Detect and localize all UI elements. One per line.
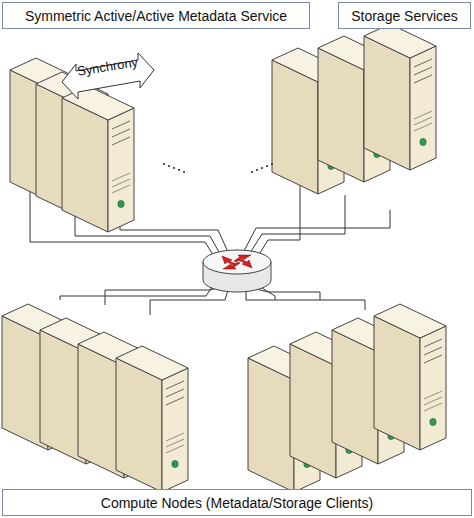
router-symbol (203, 250, 271, 292)
server-tower (364, 24, 436, 170)
server-tower (116, 346, 188, 492)
title-box: Symmetric Active/Active Metadata Service (2, 2, 310, 29)
title-box: Compute Nodes (Metadata/Storage Clients) (2, 489, 472, 516)
server-tower (374, 304, 446, 450)
ellipsis-dots (163, 163, 273, 173)
box-title: Storage Services (351, 8, 458, 24)
box-title: Compute Nodes (Metadata/Storage Clients) (101, 495, 373, 511)
server-tower (62, 86, 134, 232)
title-box: Storage Services (338, 2, 471, 29)
box-title: Symmetric Active/Active Metadata Service (25, 8, 287, 24)
synchrony-arrow (62, 53, 154, 99)
